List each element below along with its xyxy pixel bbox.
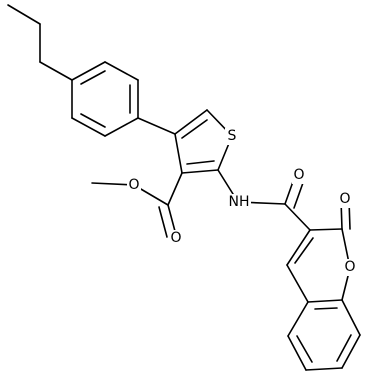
ester-ether-oxygen-label: O [128, 177, 139, 193]
benzene-ring [71, 61, 139, 137]
propyl-chain [7, 4, 73, 81]
bond [284, 203, 311, 231]
bond [104, 61, 139, 81]
sulfur-atom-label: S [228, 128, 237, 144]
bond [181, 169, 219, 174]
bond [286, 264, 309, 303]
bond [71, 61, 106, 81]
bond [305, 367, 343, 371]
bond [167, 172, 183, 206]
bond [71, 117, 106, 137]
bond [287, 335, 307, 371]
coumarin-system [286, 199, 361, 371]
bond [336, 334, 352, 362]
bond [174, 133, 183, 174]
bond [341, 299, 361, 336]
bond [7, 4, 41, 25]
bond [296, 335, 313, 363]
bond [181, 119, 208, 139]
bond [80, 113, 106, 128]
bond [186, 160, 215, 165]
amide-oxygen-label: O [293, 167, 304, 183]
bond [287, 301, 309, 337]
thiophene-ring [174, 109, 233, 174]
bond [39, 61, 73, 81]
nh-atom-label: NH [229, 194, 250, 210]
ester-carbonyl-oxygen-label: O [170, 230, 181, 246]
bond [137, 117, 176, 135]
bond [314, 307, 338, 310]
bond [293, 179, 305, 209]
bond [158, 206, 168, 238]
bond [309, 228, 343, 231]
lactone-carbonyl-oxygen-label: O [339, 191, 350, 207]
bond [80, 70, 106, 85]
bond [294, 237, 314, 264]
bond [341, 334, 361, 369]
bond [286, 229, 311, 266]
bond [174, 109, 208, 135]
ring-oxygen-label: O [344, 259, 355, 275]
atom-labels: S NH O O O O O [127, 128, 357, 276]
bond [104, 117, 139, 137]
bond [307, 299, 343, 303]
